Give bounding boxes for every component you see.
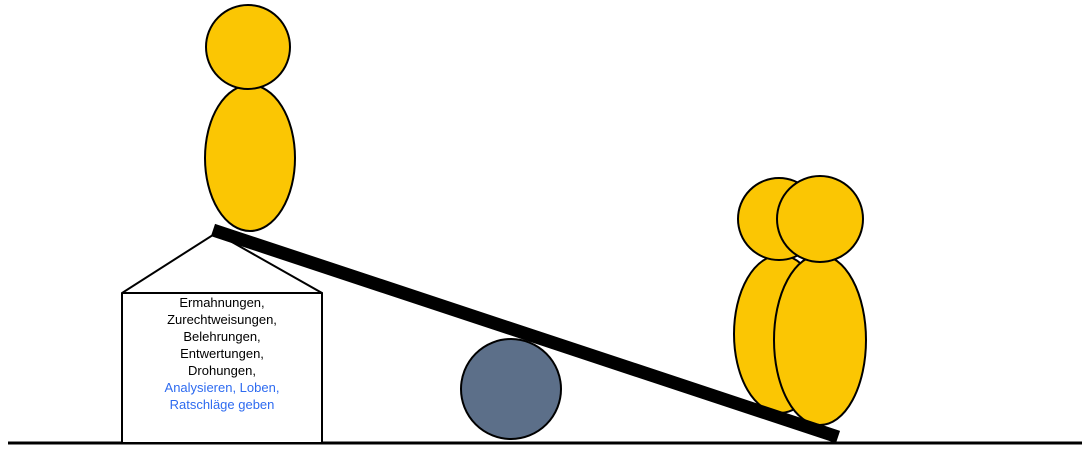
box-line-drohungen: Drohungen, bbox=[124, 362, 320, 379]
box-line-ratschlaege: Ratschläge geben bbox=[124, 396, 320, 413]
box-line-belehrungen: Belehrungen, bbox=[124, 328, 320, 345]
right-person-front-head bbox=[777, 176, 863, 262]
pivot-ball bbox=[461, 339, 561, 439]
box-line-entwertungen: Entwertungen, bbox=[124, 345, 320, 362]
left-person-head bbox=[206, 5, 290, 89]
box-line-analysieren-loben: Analysieren, Loben, bbox=[124, 379, 320, 396]
right-person-front-body bbox=[774, 255, 866, 425]
house-box-text: Ermahnungen, Zurechtweisungen, Belehrung… bbox=[124, 294, 320, 413]
box-line-ermahnungen: Ermahnungen, bbox=[124, 294, 320, 311]
box-line-zurechtweisungen: Zurechtweisungen, bbox=[124, 311, 320, 328]
left-person-figure bbox=[205, 5, 295, 231]
right-person-front-figure bbox=[774, 176, 866, 425]
left-person-body bbox=[205, 85, 295, 231]
